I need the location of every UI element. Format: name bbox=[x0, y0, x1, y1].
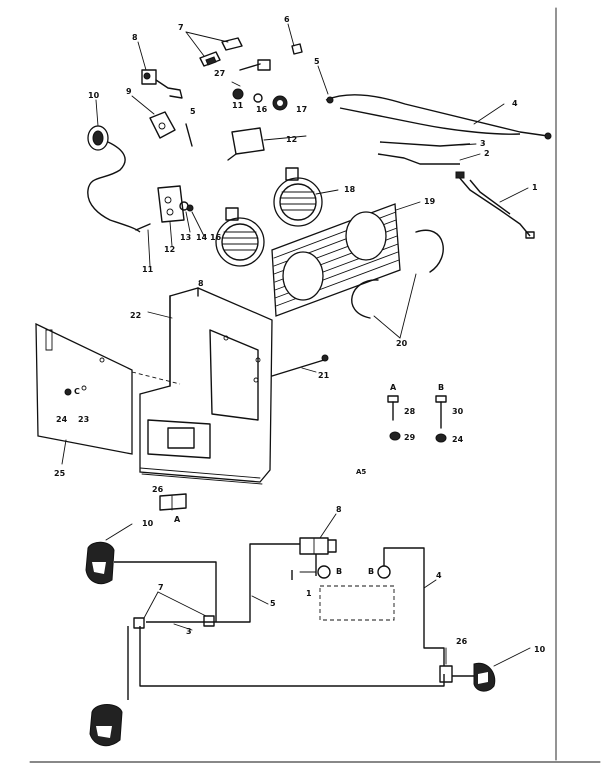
hardware-b-nut-24 bbox=[435, 433, 447, 443]
bracket-part-9 bbox=[149, 111, 176, 139]
wiring-light-right bbox=[473, 662, 496, 692]
label-hw-24: 24 bbox=[452, 435, 464, 444]
grommet-part-17 bbox=[272, 95, 288, 111]
connector-7-left bbox=[133, 617, 145, 629]
label-13: 13 bbox=[180, 233, 191, 242]
label-3: 3 bbox=[480, 139, 486, 148]
wire-a bbox=[114, 561, 217, 622]
label-5: 5 bbox=[314, 57, 320, 66]
nut-part-14 bbox=[186, 204, 194, 212]
circuit-breaker-right bbox=[377, 565, 391, 579]
label-8b: 8 bbox=[198, 279, 204, 288]
cable-part-1 bbox=[455, 171, 535, 239]
switch-part-8 bbox=[141, 69, 183, 99]
support-panel-part-22 bbox=[139, 287, 273, 485]
label-14: 14 bbox=[196, 233, 208, 242]
label-18: 18 bbox=[344, 185, 356, 194]
label-22: 22 bbox=[130, 311, 141, 320]
label-20: 20 bbox=[396, 339, 408, 348]
wire-5 bbox=[216, 543, 300, 623]
label-9: 9 bbox=[126, 87, 132, 96]
connector-7-right bbox=[203, 615, 215, 627]
label-c: C bbox=[74, 387, 80, 396]
label-27: 27 bbox=[214, 69, 225, 78]
label-19: 19 bbox=[424, 197, 436, 206]
wiring-light-bottom-left bbox=[89, 704, 123, 747]
label-wiring-26: 26 bbox=[456, 637, 468, 646]
label-11: 11 bbox=[232, 101, 244, 110]
wiring-light-top-left bbox=[85, 541, 115, 585]
wire-part-3 bbox=[379, 141, 471, 147]
label-16b: 16 bbox=[210, 233, 222, 242]
bolt-part-21 bbox=[271, 354, 329, 377]
bracket-part-12-upper bbox=[227, 127, 265, 161]
hardware-a-nut-29 bbox=[389, 431, 401, 441]
screw-part-5 bbox=[185, 123, 193, 147]
washer-part-16 bbox=[253, 93, 263, 103]
label-7: 7 bbox=[178, 23, 184, 32]
leader-lines bbox=[61, 23, 531, 667]
dashed-enclosure bbox=[319, 585, 395, 621]
clip-part-26 bbox=[159, 493, 187, 511]
label-4: 4 bbox=[512, 99, 518, 108]
wiring-switch-8 bbox=[299, 537, 337, 555]
hardware-b-bolt-30 bbox=[435, 395, 447, 429]
wire-3 bbox=[139, 626, 445, 687]
wire-4 bbox=[383, 547, 445, 666]
label-6: 6 bbox=[284, 15, 290, 24]
label-12: 12 bbox=[286, 135, 297, 144]
label-wiring-4: 4 bbox=[436, 571, 442, 580]
wire-harness-part-5 bbox=[325, 94, 552, 140]
label-17: 17 bbox=[296, 105, 307, 114]
side-panel-part-25 bbox=[35, 322, 133, 455]
label-10: 10 bbox=[88, 91, 100, 100]
label-21: 21 bbox=[318, 371, 330, 380]
label-wiring-8: 8 bbox=[336, 505, 342, 514]
nut-part-11 bbox=[232, 88, 244, 100]
grille-part-19 bbox=[271, 203, 401, 317]
headlight-part-18-left bbox=[215, 207, 265, 267]
label-wiring-b2: B bbox=[368, 567, 374, 576]
hardware-a-screw-28 bbox=[387, 395, 399, 421]
label-hw-28: 28 bbox=[404, 407, 416, 416]
wire-part-2 bbox=[377, 153, 460, 165]
bolt-part-11 bbox=[135, 223, 151, 231]
label-wiring-10b: 10 bbox=[534, 645, 546, 654]
connector-part-27 bbox=[239, 59, 271, 71]
bracket-part-12-lower bbox=[157, 185, 185, 223]
clip-26-wiring bbox=[439, 665, 453, 683]
bulb-part-6 bbox=[291, 43, 303, 55]
connector-part-7 bbox=[199, 37, 243, 67]
label-16: 16 bbox=[256, 105, 268, 114]
wiring-diagram bbox=[85, 537, 496, 747]
label-hw-29: 29 bbox=[404, 433, 416, 442]
label-26: 26 bbox=[152, 485, 164, 494]
label-wiring-1: 1 bbox=[306, 589, 312, 598]
label-8: 8 bbox=[132, 33, 138, 42]
label-hw-30: 30 bbox=[452, 407, 464, 416]
label-1: 1 bbox=[532, 183, 538, 192]
label-2: 2 bbox=[484, 149, 490, 158]
label-12b: 12 bbox=[164, 245, 175, 254]
alignment-line bbox=[131, 371, 181, 385]
label-wiring-5: 5 bbox=[270, 599, 276, 608]
circuit-breaker-left bbox=[317, 565, 331, 579]
label-23: 23 bbox=[78, 415, 89, 424]
horn-part-10 bbox=[87, 125, 141, 233]
retaining-ring-part-20 bbox=[351, 229, 444, 319]
label-wiring-3: 3 bbox=[186, 627, 192, 636]
label-5b: 5 bbox=[190, 107, 196, 116]
label-a: A bbox=[390, 383, 397, 392]
label-wiring-7: 7 bbox=[158, 583, 164, 592]
label-a5: A5 bbox=[356, 468, 366, 476]
label-11b: 11 bbox=[142, 265, 154, 274]
label-24: 24 bbox=[56, 415, 68, 424]
label-arrow-a: A bbox=[174, 515, 181, 524]
label-wiring-10a: 10 bbox=[142, 519, 154, 528]
label-25: 25 bbox=[54, 469, 66, 478]
label-wiring-b1: B bbox=[336, 567, 342, 576]
label-b: B bbox=[438, 383, 444, 392]
headlight-part-18-right bbox=[273, 167, 323, 227]
